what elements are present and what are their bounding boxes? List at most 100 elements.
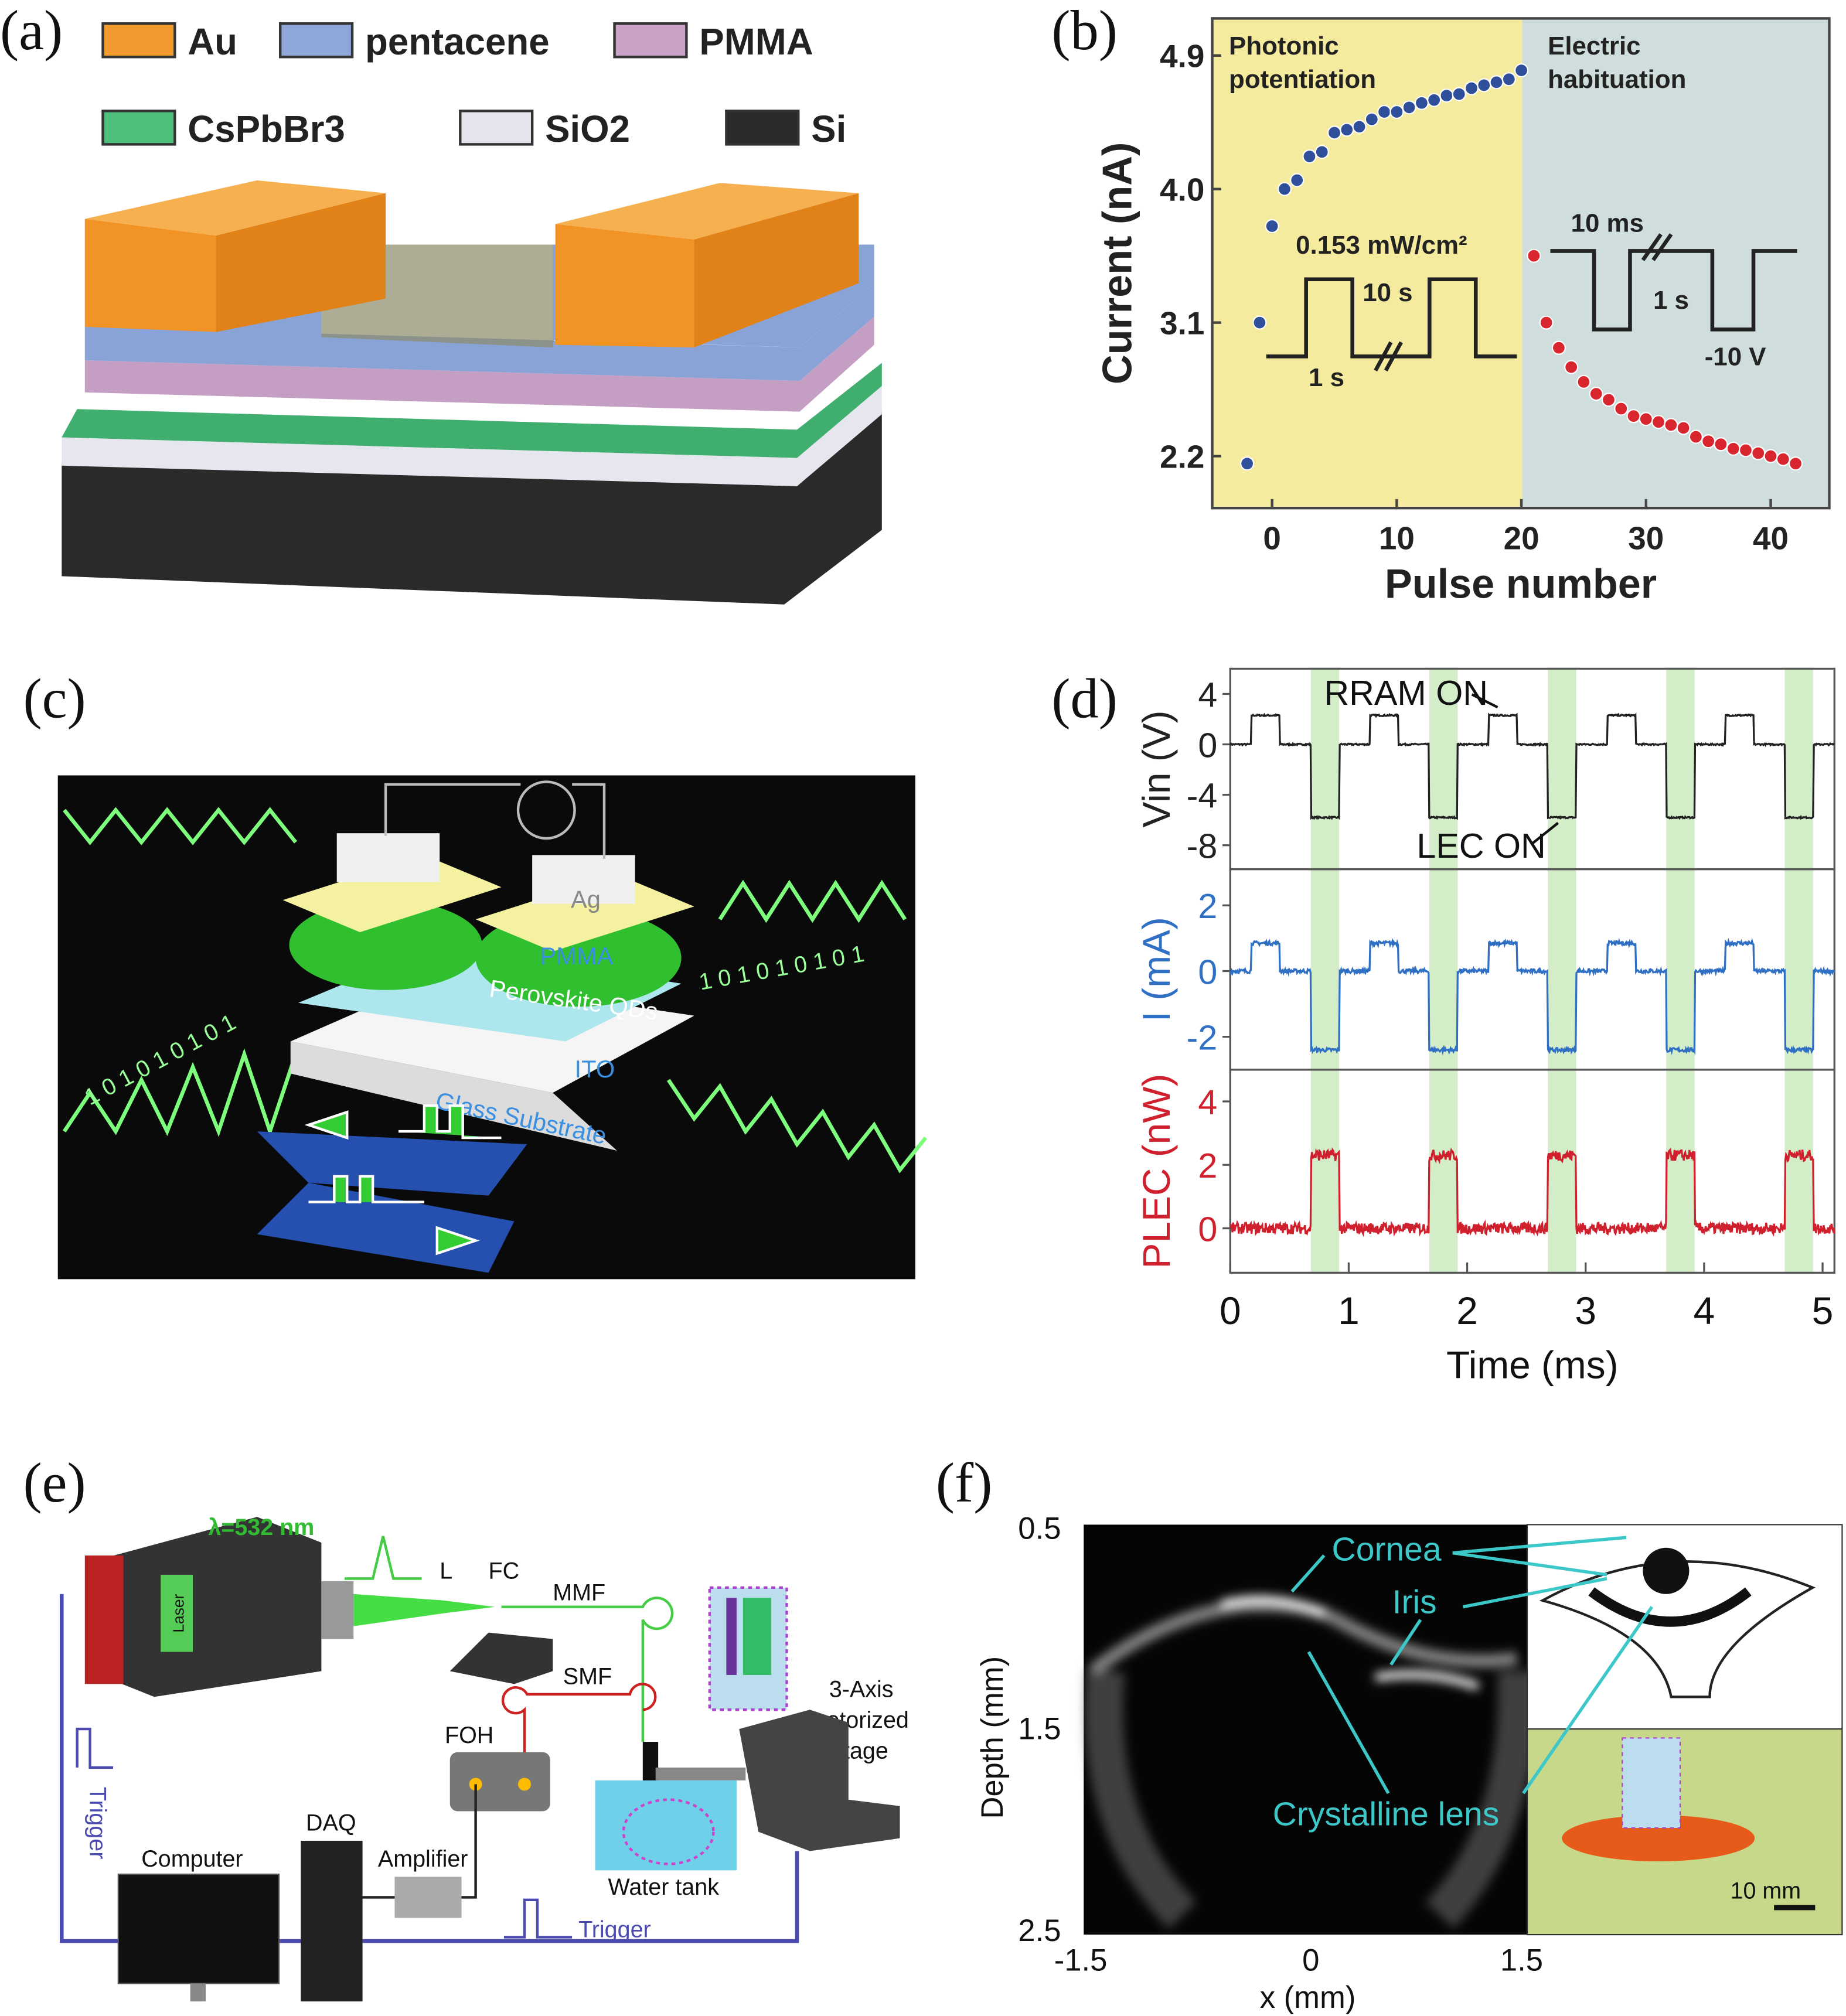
- au-electrode-right-side: [694, 193, 859, 347]
- stage-arm: [655, 1767, 746, 1780]
- data-point: [1439, 88, 1454, 103]
- data-point: [1252, 315, 1267, 330]
- foh-port: [518, 1778, 531, 1791]
- laser-label-plate: [161, 1574, 193, 1652]
- y-axis-title: I (mA): [1135, 917, 1178, 1022]
- amplifier-label: Amplifier: [378, 1846, 468, 1872]
- layer-label-pmma: PMMA: [540, 942, 613, 970]
- legend-label: PMMA: [699, 21, 813, 63]
- highlight-window: [1784, 668, 1813, 1273]
- arrow-icon: [1452, 1551, 1607, 1577]
- light-wave-right-output: [666, 1079, 927, 1174]
- au-electrode-right-front: [555, 224, 694, 347]
- x-tick-label: 3: [1575, 1289, 1596, 1332]
- data-point: [1477, 78, 1491, 93]
- inset-intensity: 0.153 mW/cm²: [1296, 231, 1467, 260]
- au-electrode-right-top: [555, 183, 859, 240]
- arrow-icon: [1307, 1651, 1390, 1795]
- sensor-inset: [1622, 1737, 1681, 1829]
- data-point: [1714, 437, 1728, 452]
- data-point: [1514, 63, 1529, 78]
- lens-label: L: [440, 1558, 452, 1584]
- tissue-echo: [1084, 1669, 1537, 1929]
- region-left-label-2: potentiation: [1229, 65, 1376, 94]
- data-point: [1676, 421, 1691, 435]
- cornea-echo: [1220, 1595, 1326, 1617]
- data-point: [1601, 393, 1616, 407]
- x-tick-label: 0: [1263, 520, 1281, 556]
- x-axis-title: Time (ms): [1446, 1343, 1619, 1386]
- trigger-pulse-icon: [76, 1727, 114, 1769]
- circuit-wire: [384, 783, 606, 859]
- y-tick-label: 3.1: [1160, 305, 1204, 341]
- layer-label-ito: ITO: [575, 1055, 615, 1083]
- amplifier-box: [394, 1877, 462, 1918]
- x-tick-label: 10: [1379, 520, 1415, 556]
- y-axis-title: Current (nA): [1094, 142, 1140, 384]
- stage-label-1: 3-Axis: [829, 1676, 894, 1702]
- sio2-layer: [62, 386, 882, 486]
- eye-schematic: [1526, 1524, 1843, 1730]
- daq-label: DAQ: [306, 1810, 356, 1836]
- data-point: [1501, 72, 1516, 87]
- region-right-label-2: habituation: [1548, 65, 1686, 94]
- ag-electrode-left: [336, 833, 440, 882]
- glass-substrate-side: [290, 1041, 617, 1151]
- trigger-pulse-icon: [503, 1898, 573, 1939]
- y-tick-label: 0: [1198, 952, 1217, 991]
- data-point: [1290, 173, 1305, 187]
- x-axis-title: x (mm): [1260, 1980, 1356, 2015]
- label-crystalline-lens: Crystalline lens: [1273, 1796, 1500, 1833]
- data-point: [1327, 125, 1342, 140]
- trace-vin: [1229, 712, 1835, 820]
- data-point: [1277, 182, 1292, 196]
- data-point: [1589, 387, 1603, 401]
- y-tick: 0.5: [1018, 1511, 1061, 1546]
- label-cornea: Cornea: [1332, 1531, 1442, 1568]
- legend-label: pentacene: [365, 21, 550, 63]
- region-left-label: Photonic: [1229, 32, 1339, 60]
- annotation-rram-on: RRAM ON: [1324, 673, 1488, 712]
- y-tick-label: 4: [1198, 675, 1217, 714]
- data-point: [1763, 449, 1778, 463]
- data-point: [1664, 418, 1678, 432]
- cspbbr3-layer: [62, 363, 882, 458]
- laser-aperture: [321, 1581, 354, 1639]
- led-diode-icon: [304, 1104, 502, 1140]
- y-tick-label: -2: [1187, 1018, 1218, 1058]
- data-point: [1464, 81, 1479, 95]
- target-region: [622, 1798, 715, 1865]
- legend-label: SiO2: [545, 108, 630, 150]
- arrow-left-icon: [257, 1131, 527, 1196]
- data-point: [1489, 75, 1504, 90]
- data-point: [1788, 456, 1803, 471]
- arrow-icon: [1389, 1619, 1422, 1666]
- lens-drawing: [1643, 1547, 1690, 1594]
- region-right-label: Electric: [1548, 32, 1640, 60]
- data-point: [1639, 412, 1653, 427]
- y-tick-label: -4: [1187, 776, 1218, 816]
- data-point: [1576, 374, 1591, 389]
- arrow-icon: [1522, 1606, 1654, 1795]
- data-point: [1614, 401, 1629, 416]
- foh-label: FOH: [445, 1722, 493, 1748]
- y-axis-title: Depth (mm): [975, 1656, 1010, 1819]
- laser-beam: [353, 1594, 495, 1626]
- legend-label: Si: [811, 108, 846, 150]
- data-point: [1240, 456, 1255, 471]
- annotation-lec-on: LEC ON: [1416, 826, 1545, 865]
- panel-e: (e) Laser λ=532 nm L FC MMF SMF FOH 3-Ax…: [23, 1451, 909, 2002]
- fish: [1562, 1815, 1755, 1862]
- computer-label: Computer: [141, 1846, 243, 1872]
- pmma-layer: [84, 316, 874, 412]
- si-layer: [62, 411, 882, 605]
- pmma-left: [282, 855, 502, 933]
- device-stack-diagram: [62, 180, 882, 605]
- wavelength-label: λ=532 nm: [208, 1514, 314, 1540]
- data-point: [1776, 452, 1790, 466]
- sensor-strip: [726, 1598, 737, 1675]
